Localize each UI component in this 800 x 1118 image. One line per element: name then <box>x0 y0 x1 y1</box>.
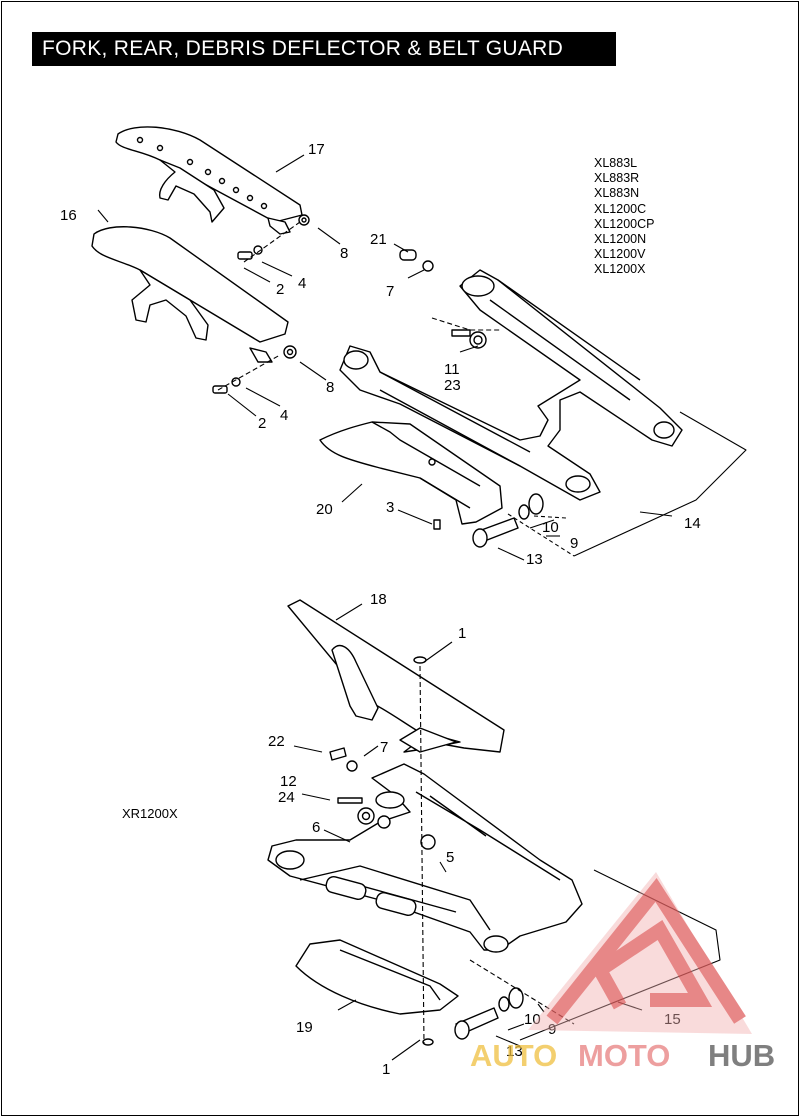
callout-12: 12 <box>280 773 297 790</box>
swingarm-lower <box>267 763 583 953</box>
debris-deflector-19 <box>295 939 459 1046</box>
callout-5: 5 <box>446 849 454 866</box>
callout-1: 1 <box>458 625 466 642</box>
pivot-bolt-upper <box>472 493 544 548</box>
watermark-hub: HUB <box>708 1038 775 1073</box>
callout-22: 22 <box>268 733 285 750</box>
callout-19: 19 <box>296 1019 313 1036</box>
watermark: AUTO MOTO HUB <box>470 872 775 1073</box>
callout-15: 15 <box>664 1011 681 1028</box>
callout-8: 8 <box>340 245 348 262</box>
callout-7: 7 <box>380 739 388 756</box>
callout-24: 24 <box>278 789 295 806</box>
xr-model-label: XR1200X <box>122 806 178 821</box>
swingarm-upper <box>339 269 683 501</box>
model-label: XL1200N <box>594 232 647 247</box>
callout-16: 16 <box>60 207 77 224</box>
pivot-bolt-lower <box>454 987 524 1040</box>
callout-17: 17 <box>308 141 325 158</box>
belt-guard-16 <box>91 226 289 363</box>
watermark-auto: AUTO <box>470 1038 557 1073</box>
callout-18: 18 <box>370 591 387 608</box>
belt-guard-17 <box>115 126 303 235</box>
model-label: XL1200CP <box>594 216 655 231</box>
callout-9: 9 <box>548 1021 556 1038</box>
callout-10: 10 <box>524 1011 541 1028</box>
callouts-lower: 18 1 22 7 12 24 6 5 10 9 13 15 19 1 <box>268 591 681 1078</box>
debris-deflector-20 <box>319 421 503 530</box>
callout-14: 14 <box>684 515 701 532</box>
model-label: XL1200V <box>594 247 646 262</box>
callout-9: 9 <box>570 535 578 552</box>
callout-4: 4 <box>298 275 306 292</box>
belt-guard-18 <box>287 599 505 753</box>
model-label: XL1200C <box>594 201 647 216</box>
callout-11: 11 <box>444 361 460 378</box>
model-label: XL883N <box>594 186 640 201</box>
callout-13: 13 <box>526 551 543 568</box>
callout-10: 10 <box>542 519 559 536</box>
page-title: FORK, REAR, DEBRIS DEFLECTOR & BELT GUAR… <box>32 32 616 66</box>
callout-23: 23 <box>444 377 461 394</box>
watermark-logo-icon <box>528 872 752 1034</box>
watermark-moto: MOTO <box>578 1038 670 1073</box>
callout-8: 8 <box>326 379 334 396</box>
model-list: XL883L XL883R XL883N XL1200C XL1200CP XL… <box>594 156 654 278</box>
model-label: XL883R <box>594 171 640 186</box>
model-label: XL1200X <box>594 262 646 277</box>
callout-2: 2 <box>258 415 266 432</box>
callout-13: 13 <box>506 1043 523 1060</box>
callout-7: 7 <box>386 283 394 300</box>
fastener-set-upper <box>212 214 487 394</box>
callout-3: 3 <box>386 499 394 516</box>
model-label: XL883L <box>594 156 638 170</box>
callout-6: 6 <box>312 819 320 836</box>
callout-20: 20 <box>316 501 333 518</box>
callout-1: 1 <box>382 1061 390 1078</box>
callouts-upper: 17 16 8 2 4 8 2 4 21 7 11 23 20 3 10 9 1… <box>60 141 701 568</box>
callout-21: 21 <box>370 231 387 248</box>
callout-4: 4 <box>280 407 288 424</box>
callout-2: 2 <box>276 281 284 298</box>
leader-lines-upper <box>97 154 747 561</box>
